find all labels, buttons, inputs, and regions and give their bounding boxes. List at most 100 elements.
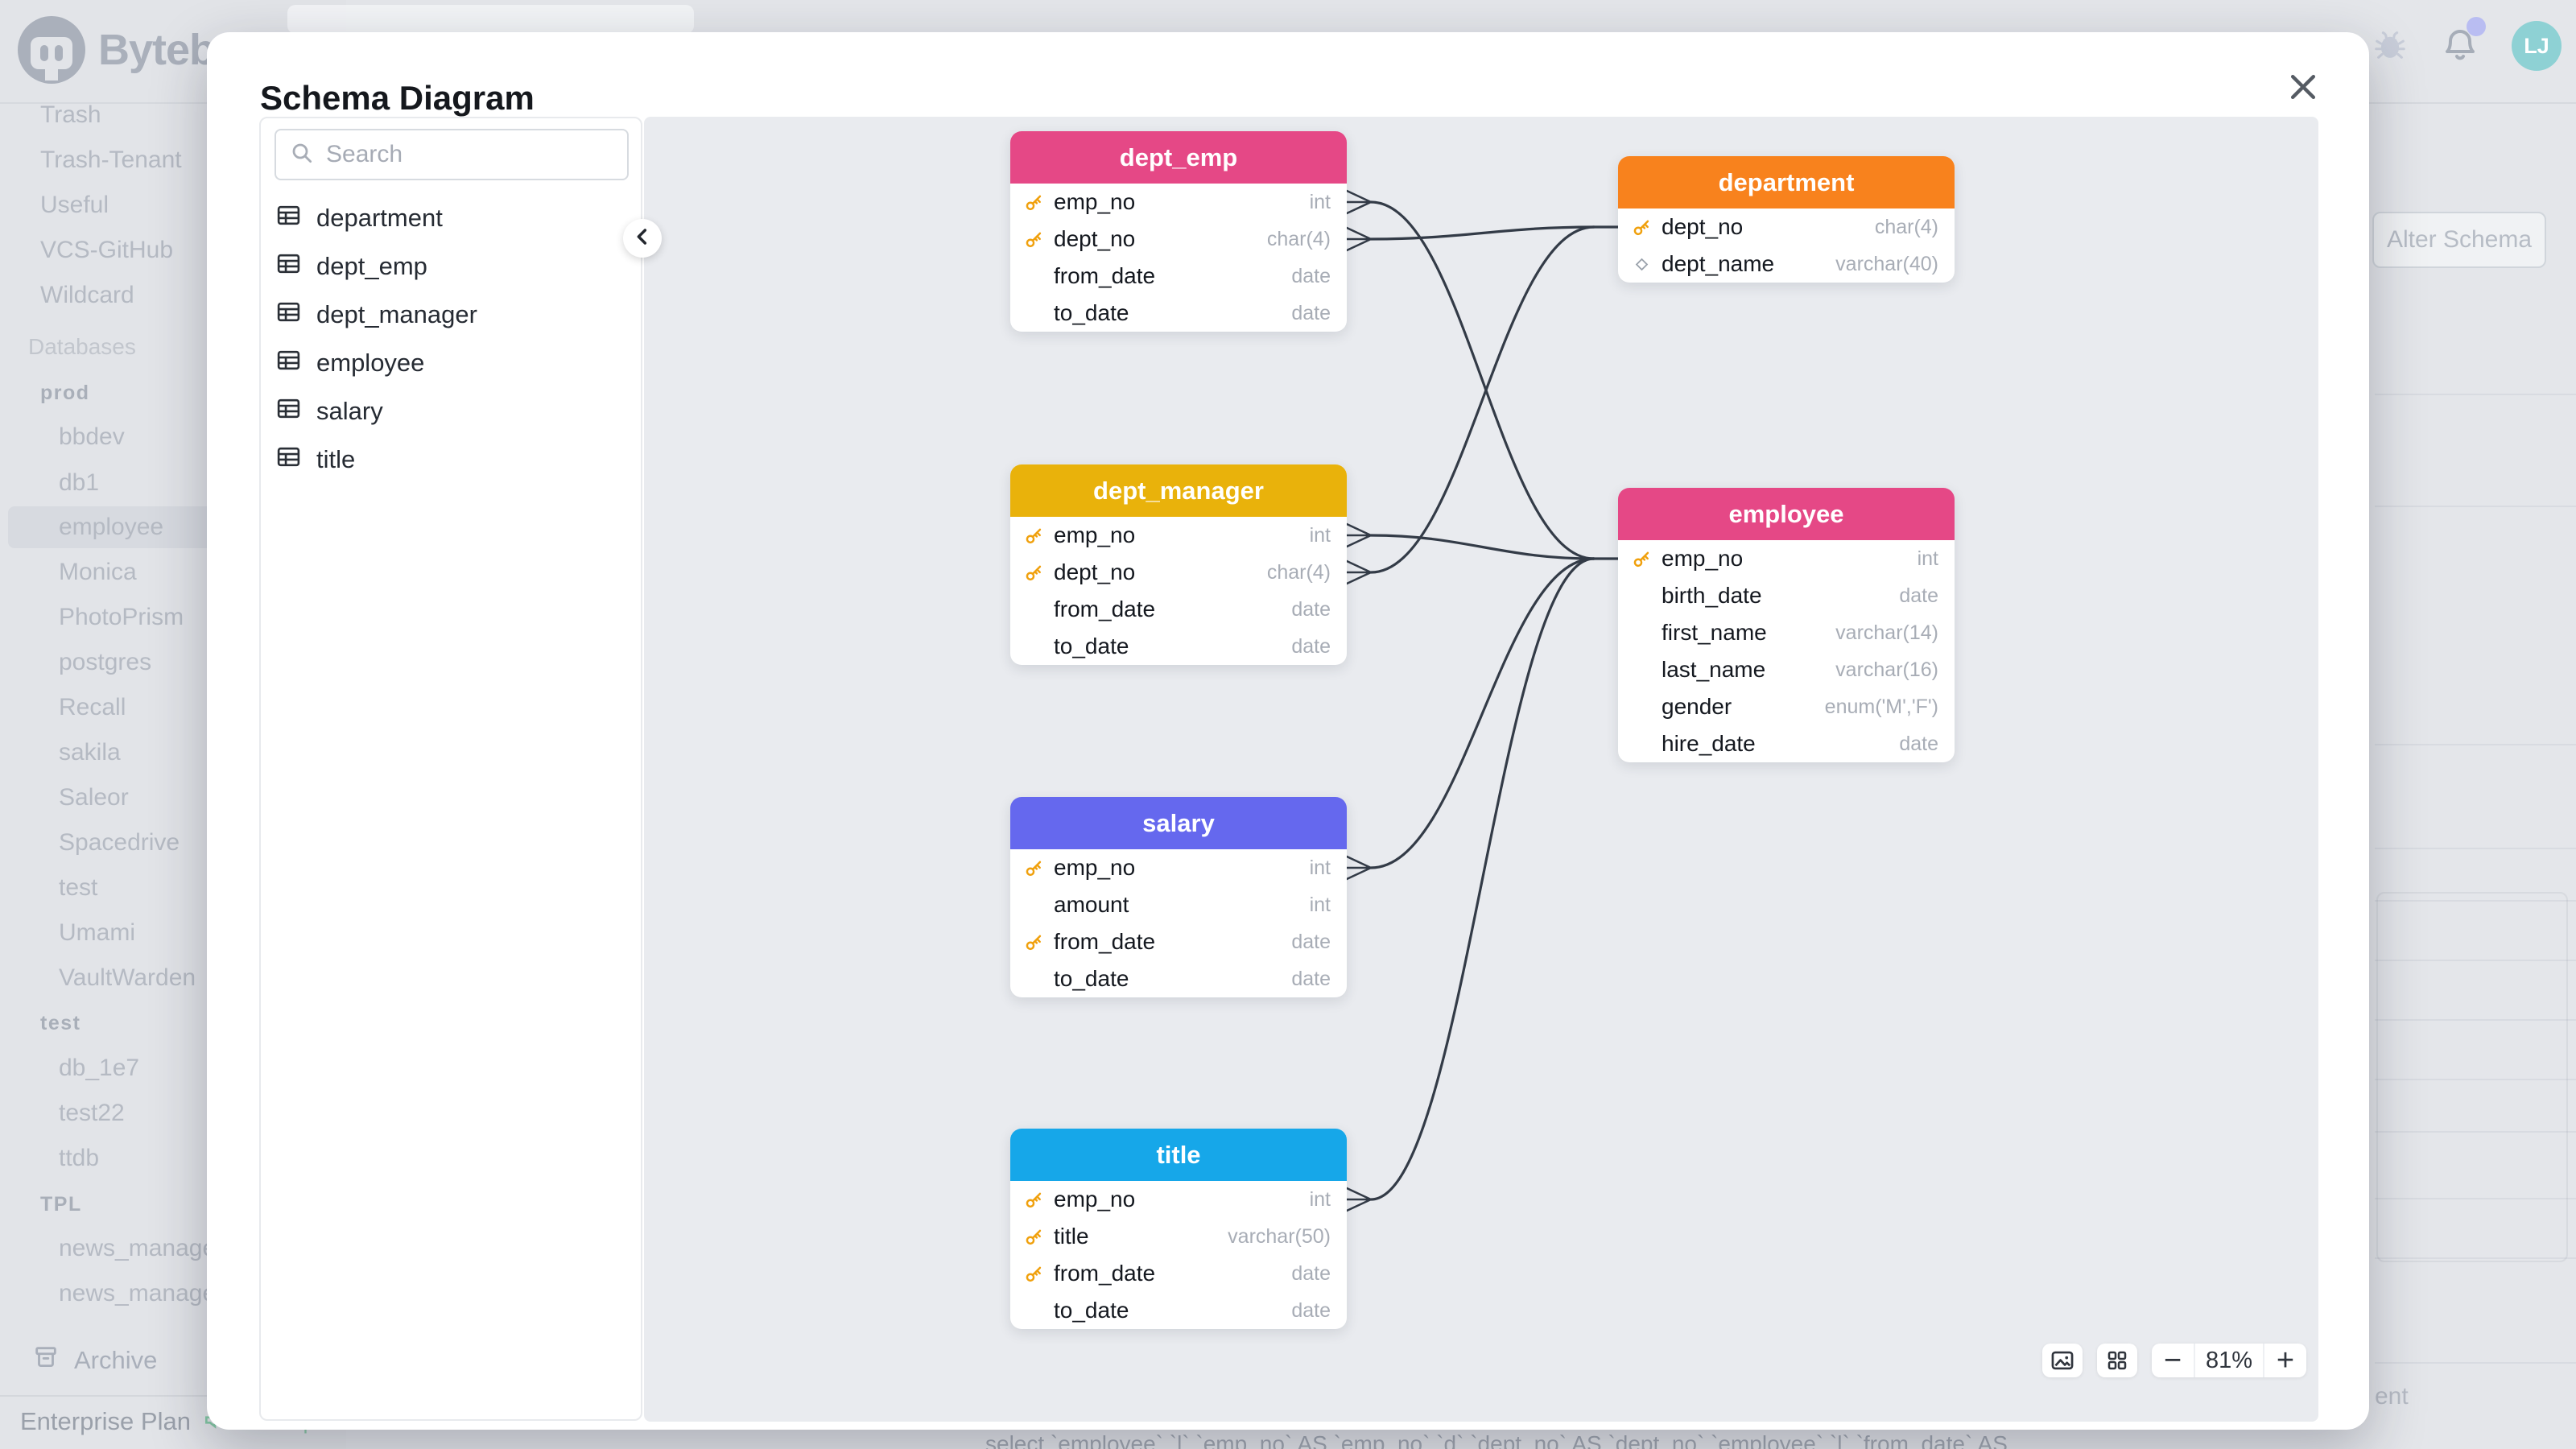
field-type: int	[1917, 547, 1938, 570]
relationship-line	[1369, 534, 1596, 560]
table-icon	[275, 395, 302, 428]
sidebar-item-test[interactable]: test	[59, 874, 98, 901]
background-tab-remnant	[287, 5, 694, 34]
field-type: char(4)	[1266, 560, 1331, 584]
table-item-label: title	[316, 445, 356, 473]
sidebar-item-recall[interactable]: Recall	[59, 694, 126, 720]
sidebar-item-useful[interactable]: Useful	[40, 192, 109, 218]
auto-layout-button[interactable]	[2097, 1344, 2137, 1377]
sidebar-item-saleor[interactable]: Saleor	[59, 784, 129, 811]
schema-table-item-salary[interactable]: salary	[275, 389, 628, 434]
field-name: emp_no	[1054, 1187, 1136, 1212]
sidebar-item-monica[interactable]: Monica	[59, 559, 137, 585]
sidebar-item-photoprism[interactable]: PhotoPrism	[59, 604, 184, 630]
table-icon	[275, 347, 302, 380]
sidebar-item-wildcard[interactable]: Wildcard	[40, 282, 134, 308]
field-type: int	[1309, 523, 1331, 547]
close-icon[interactable]	[2281, 64, 2326, 109]
bug-report-icon[interactable]	[2372, 26, 2409, 67]
table-card-header[interactable]: dept_emp	[1010, 131, 1347, 184]
key-icon	[1022, 562, 1046, 584]
sidebar-item-umami[interactable]: Umami	[59, 919, 135, 946]
table-card-header[interactable]: title	[1010, 1129, 1347, 1181]
sidebar-item-bbdev[interactable]: bbdev	[59, 423, 125, 450]
collapse-panel-button[interactable]	[623, 219, 662, 258]
table-card-header[interactable]: dept_manager	[1010, 464, 1347, 517]
sql-preview-text: select `employee` `l` `emp_no` AS `emp_n…	[985, 1431, 2008, 1449]
sidebar-item-vcs-github[interactable]: VCS-GitHub	[40, 237, 174, 263]
table-card-header[interactable]: department	[1618, 156, 1955, 208]
sidebar-item-news_manage[interactable]: news_manage	[59, 1280, 217, 1307]
field-type: varchar(40)	[1835, 252, 1938, 275]
field-name: last_name	[1662, 657, 1766, 682]
sidebar-item-prod: prod	[40, 381, 90, 404]
field-type: date	[1291, 967, 1331, 990]
key-icon	[1629, 217, 1653, 238]
schema-table-item-employee[interactable]: employee	[275, 341, 628, 386]
field-name: emp_no	[1054, 522, 1136, 547]
notifications-bell-icon[interactable]	[2441, 16, 2486, 68]
background-panel-outline	[2376, 892, 2568, 1262]
search-input[interactable]	[326, 141, 600, 168]
crowfoot-marker	[1345, 189, 1373, 215]
table-icon	[275, 202, 302, 235]
sidebar-item-trash-tenant[interactable]: Trash-Tenant	[40, 147, 182, 173]
sidebar-item-db_1e7[interactable]: db_1e7	[59, 1055, 140, 1081]
search-box[interactable]	[275, 129, 629, 180]
background-row-line	[2375, 1131, 2576, 1133]
export-image-button[interactable]	[2042, 1344, 2083, 1377]
field-name: from_date	[1054, 1261, 1156, 1286]
zoom-control: − 81% +	[2152, 1344, 2306, 1377]
table-card-header[interactable]: employee	[1618, 488, 1955, 540]
sidebar-item-ttdb[interactable]: ttdb	[59, 1145, 100, 1171]
schema-table-item-dept_emp[interactable]: dept_emp	[275, 244, 628, 289]
field-name: from_date	[1054, 263, 1156, 288]
table-card-header[interactable]: salary	[1010, 797, 1347, 849]
schema-table-item-department[interactable]: department	[275, 196, 628, 241]
relationship-line	[1369, 557, 1596, 869]
sidebar-item-archive[interactable]: Archive	[32, 1338, 338, 1383]
field-type: date	[1291, 264, 1331, 287]
key-icon	[1629, 548, 1653, 570]
zoom-in-button[interactable]: +	[2276, 1344, 2295, 1377]
field-type: varchar(14)	[1835, 621, 1938, 644]
field-name: amount	[1054, 892, 1129, 917]
key-icon	[1022, 192, 1046, 213]
sidebar-item-trash[interactable]: Trash	[40, 101, 101, 128]
diamond-icon	[1629, 255, 1653, 274]
alter-schema-button[interactable]: Alter Schema	[2372, 212, 2546, 268]
zoom-out-button[interactable]: −	[2163, 1344, 2182, 1377]
sidebar-item-news_manage[interactable]: news_manage	[59, 1235, 217, 1261]
sidebar-item-sakila[interactable]: sakila	[59, 739, 121, 766]
sidebar-item-postgres[interactable]: postgres	[59, 649, 152, 675]
background-row-line	[2375, 506, 2576, 507]
field-type: date	[1291, 1298, 1331, 1322]
schema-table-item-dept_manager[interactable]: dept_manager	[275, 292, 628, 337]
sidebar-item-db1[interactable]: db1	[59, 469, 100, 496]
background-row-line	[2375, 960, 2576, 961]
sidebar-item-vaultwarden[interactable]: VaultWarden	[59, 964, 196, 991]
schema-table-item-title[interactable]: title	[275, 437, 628, 482]
sidebar-item-test22[interactable]: test22	[59, 1100, 125, 1126]
field-type: enum('M','F')	[1824, 695, 1938, 718]
crowfoot-marker	[1345, 226, 1373, 252]
sidebar-item-spacedrive[interactable]: Spacedrive	[59, 829, 180, 856]
field-name: to_date	[1054, 1298, 1129, 1323]
sidebar-item-test: test	[40, 1011, 81, 1034]
table-item-label: dept_manager	[316, 300, 477, 328]
avatar[interactable]: LJ	[2512, 21, 2562, 71]
